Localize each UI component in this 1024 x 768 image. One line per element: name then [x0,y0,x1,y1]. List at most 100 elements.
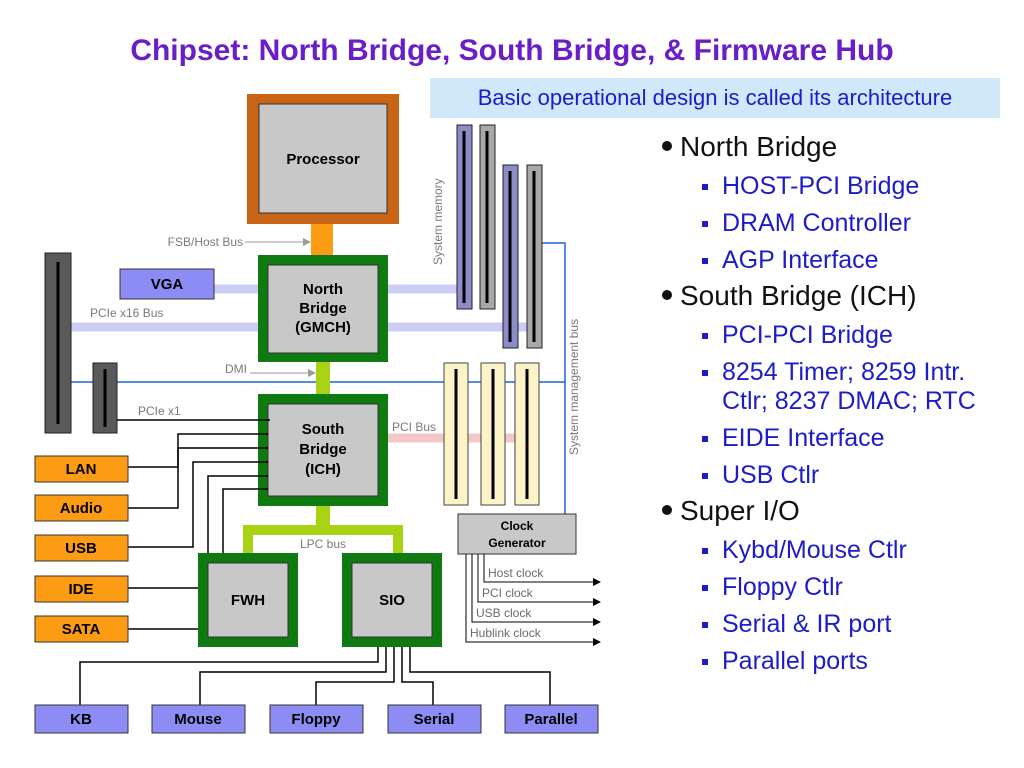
outline-item-text: Serial & IR port [722,610,892,638]
hublink-clock-line [465,554,601,646]
outline-item-text: DRAM Controller [722,209,911,237]
outline-item: Parallel ports [702,647,1012,676]
processor-label: Processor [286,151,360,168]
mouse-link [199,647,387,705]
fsb-connector [311,224,333,256]
bullet-square-icon [702,473,708,479]
audio-label: Audio [60,500,103,517]
outline-item-text: Floppy Ctlr [722,573,843,601]
ide-link [128,475,268,589]
outline-item-text: PCI-PCI Bridge [722,321,893,349]
outline-item-text: AGP Interface [722,246,879,274]
south-bridge-label-1: South [302,421,345,438]
pci-slot-3 [514,362,540,506]
floppy-label: Floppy [291,711,341,728]
outline-item: EIDE Interface [702,424,1012,453]
parallel-label: Parallel [524,711,577,728]
pci-clock-line [477,554,601,606]
outline-item-text: Parallel ports [722,647,868,675]
north-bridge-label-3: (GMCH) [295,319,351,336]
bullet-dot-icon [662,140,672,151]
south-bridge-chip [267,403,379,497]
outline-item-text: USB Ctlr [722,461,820,489]
fwh-label: FWH [231,592,265,609]
audio-link [128,447,268,509]
audio-box [34,494,129,522]
memory-slot-3 [502,164,519,349]
parallel-box [504,704,599,734]
hublink-clock-label: Hublink clock [470,626,542,640]
lan-label: LAN [66,461,97,478]
north-bridge-label-2: Bridge [299,300,347,317]
pcie-x16-label: PCIe x16 Bus [90,306,163,320]
outline-item-text: 8254 Timer; 8259 Intr. Ctlr; 8237 DMAC; … [722,358,976,415]
usb-box [34,534,129,562]
sata-label: SATA [62,621,101,638]
bullet-dot-icon [662,289,672,300]
outline-heading: South Bridge (ICH) [680,280,917,311]
sata-box [34,615,129,643]
clock-generator-label-1: Clock [501,519,534,533]
outline-item: PCI-PCI Bridge [702,321,1012,350]
outline-heading: Super I/O [680,495,800,526]
bullet-square-icon [702,548,708,554]
ide-label: IDE [68,581,93,598]
clock-generator-box [457,513,577,555]
kb-box [34,704,129,734]
lpc-stem [316,506,330,532]
serial-label: Serial [414,711,455,728]
bullet-outline: North Bridge HOST-PCI Bridge DRAM Contro… [662,128,1012,680]
bullet-square-icon [702,333,708,339]
north-bridge-chip [267,264,379,354]
outline-item: Kybd/Mouse Ctlr [702,536,1012,565]
bullet-square-icon [702,585,708,591]
outline-north-bridge: North Bridge HOST-PCI Bridge DRAM Contro… [662,130,1012,275]
clock-generator-label-2: Generator [488,536,546,550]
memory-slot-1 [456,124,473,310]
pcie-x1-label: PCIe x1 [138,404,181,418]
outline-sublist: HOST-PCI Bridge DRAM Controller AGP Inte… [662,172,1012,275]
ide-box [34,575,129,603]
south-bridge-label-3: (ICH) [305,461,341,478]
outline-item: AGP Interface [702,246,1012,275]
host-clock-label: Host clock [488,566,544,580]
subtitle-banner: Basic operational design is called its a… [430,78,1000,118]
north-bridge-label-1: North [303,281,343,298]
pci-clock-label: PCI clock [482,586,534,600]
dmi-label: DMI [225,362,247,376]
pci-slot-1 [443,362,469,506]
bullet-square-icon [702,370,708,376]
serial-link [401,647,434,705]
system-management-bus-label: System management bus [567,319,581,455]
usb-label: USB [65,540,97,557]
parallel-link [409,647,551,705]
outline-super-io: Super I/O Kybd/Mouse Ctlr Floppy Ctlr Se… [662,494,1012,676]
pci-slot-2 [480,362,506,506]
bullet-dot-icon [662,504,672,515]
floppy-box [269,704,364,734]
usb-clock-label: USB clock [476,606,532,620]
south-bridge-label-2: Bridge [299,441,347,458]
bullet-square-icon [702,258,708,264]
bullet-square-icon [702,221,708,227]
outline-item-text: HOST-PCI Bridge [722,172,920,200]
outline-item-text: Kybd/Mouse Ctlr [722,536,907,564]
slide-title: Chipset: North Bridge, South Bridge, & F… [130,34,894,67]
serial-box [387,704,482,734]
bullet-square-icon [702,622,708,628]
lpc-label: LPC bus [300,537,346,551]
outline-sublist: Kybd/Mouse Ctlr Floppy Ctlr Serial & IR … [662,536,1012,676]
fwh-chip [207,562,289,638]
bullet-square-icon [702,184,708,190]
system-memory-label: System memory [431,178,445,265]
usb-link [128,461,268,548]
outline-item: Floppy Ctlr [702,573,1012,602]
outline-sublist: PCI-PCI Bridge 8254 Timer; 8259 Intr. Ct… [662,321,1012,490]
outline-item: Serial & IR port [702,610,1012,639]
outline-item: 8254 Timer; 8259 Intr. Ctlr; 8237 DMAC; … [702,358,1012,416]
outline-item: HOST-PCI Bridge [702,172,1012,201]
vga-box [119,268,215,300]
vga-label: VGA [151,276,184,293]
bullet-square-icon [702,659,708,665]
sio-label: SIO [379,592,405,609]
